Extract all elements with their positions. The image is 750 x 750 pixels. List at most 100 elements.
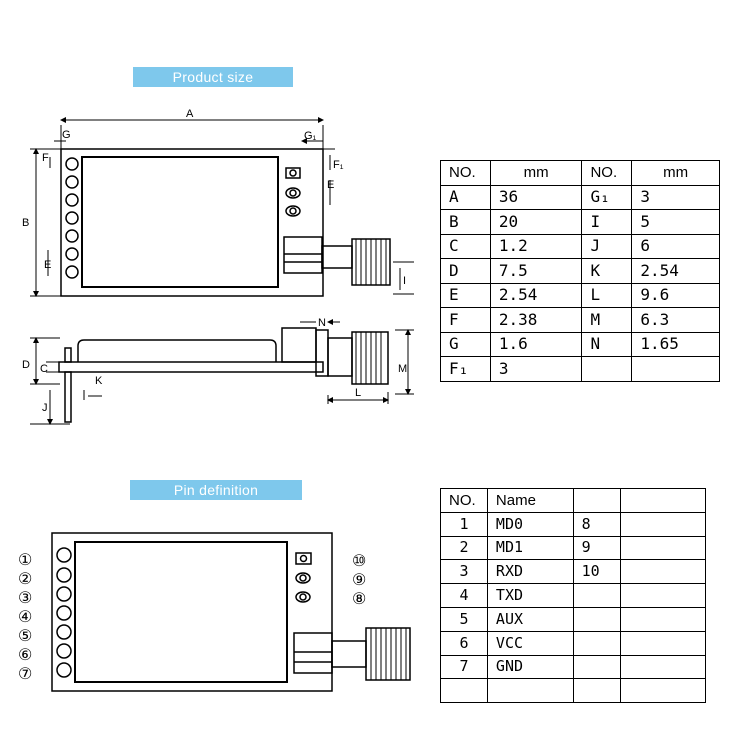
table-cell: 9.6	[631, 282, 720, 308]
table-cell: VCC	[486, 630, 574, 656]
table-cell: 6.3	[631, 307, 720, 333]
pin-definition-banner: Pin definition	[130, 480, 302, 500]
dim-label-m: M	[398, 363, 407, 375]
header-cell	[572, 488, 621, 513]
header-cell: Name	[486, 488, 574, 513]
table-row	[440, 678, 707, 704]
dim-label-g1: G₁	[304, 130, 317, 142]
table-header-row: NO. Name	[440, 488, 707, 513]
header-cell: NO.	[440, 160, 491, 186]
header-cell: mm	[489, 160, 583, 186]
table-cell	[619, 511, 707, 537]
table-cell: AUX	[486, 606, 574, 632]
table-cell: F	[440, 307, 491, 333]
table-cell: 1.2	[489, 233, 583, 259]
dim-label-j: J	[42, 402, 48, 414]
table-cell	[572, 583, 621, 608]
table-cell: 2.54	[489, 282, 583, 308]
pin-marker-8: ⑧	[352, 591, 366, 608]
table-cell	[619, 654, 707, 680]
module-pin-view	[51, 532, 411, 692]
table-cell: MD1	[486, 535, 574, 561]
dim-label-i: I	[403, 275, 406, 287]
header-cell: mm	[631, 160, 720, 186]
table-cell	[619, 535, 707, 561]
table-cell	[572, 654, 621, 680]
table-cell: N	[581, 331, 633, 357]
table-cell: M	[581, 307, 633, 333]
pin-marker-1: ①	[18, 552, 32, 569]
table-cell: RXD	[486, 559, 574, 585]
pin-marker-9: ⑨	[352, 572, 366, 589]
table-cell: 10	[572, 559, 621, 585]
table-cell: L	[581, 282, 633, 308]
table-cell	[572, 606, 621, 632]
table-cell: 2.54	[631, 258, 720, 284]
table-cell: 9	[572, 535, 621, 561]
dim-label-f: F	[42, 152, 49, 164]
table-cell: 20	[489, 209, 583, 235]
dim-label-g: G	[62, 129, 71, 141]
dim-label-n: N	[318, 317, 326, 329]
module-top-view	[60, 148, 391, 297]
table-cell: 2.38	[489, 307, 583, 333]
table-cell: 1	[440, 511, 488, 537]
dim-label-c: C	[40, 363, 48, 375]
table-cell	[572, 678, 621, 704]
pin-marker-10: ⑩	[352, 553, 366, 570]
table-cell: 1.65	[631, 331, 720, 357]
dim-label-l: L	[355, 387, 361, 399]
pin-marker-7: ⑦	[18, 666, 32, 683]
table-cell: J	[581, 233, 633, 259]
table-cell: 7.5	[489, 258, 583, 284]
table-cell: A	[440, 184, 491, 210]
table-cell	[619, 678, 707, 704]
table-cell: 8	[572, 511, 621, 537]
table-cell: I	[581, 209, 633, 235]
table-cell: 3	[631, 184, 720, 210]
table-cell: 2	[440, 535, 488, 561]
table-cell: 5	[440, 606, 488, 632]
table-cell: E	[440, 282, 491, 308]
table-cell: G	[440, 331, 491, 357]
dim-label-e-right: E	[327, 179, 334, 191]
table-cell: 5	[631, 209, 720, 235]
table-cell: GND	[486, 654, 574, 680]
header-cell: NO.	[581, 160, 633, 186]
table-cell	[486, 678, 574, 704]
table-cell: D	[440, 258, 491, 284]
table-header-row: NO. mm NO. mm	[440, 160, 720, 186]
pin-marker-6: ⑥	[18, 647, 32, 664]
dim-label-d: D	[22, 359, 30, 371]
table-cell: TXD	[486, 583, 574, 608]
table-cell: 6	[440, 630, 488, 656]
pin-marker-5: ⑤	[18, 628, 32, 645]
header-cell: NO.	[440, 488, 488, 513]
table-cell: F₁	[440, 356, 491, 382]
table-cell: B	[440, 209, 491, 235]
table-cell: K	[581, 258, 633, 284]
table-cell: 7	[440, 654, 488, 680]
table-cell: 1.6	[489, 331, 583, 357]
table-cell: 4	[440, 583, 488, 608]
table-cell	[631, 356, 720, 382]
table-cell: G₁	[581, 184, 633, 210]
dim-label-e-left: E	[44, 259, 51, 271]
table-cell	[619, 606, 707, 632]
table-cell	[619, 583, 707, 608]
table-cell: 3	[489, 356, 583, 382]
